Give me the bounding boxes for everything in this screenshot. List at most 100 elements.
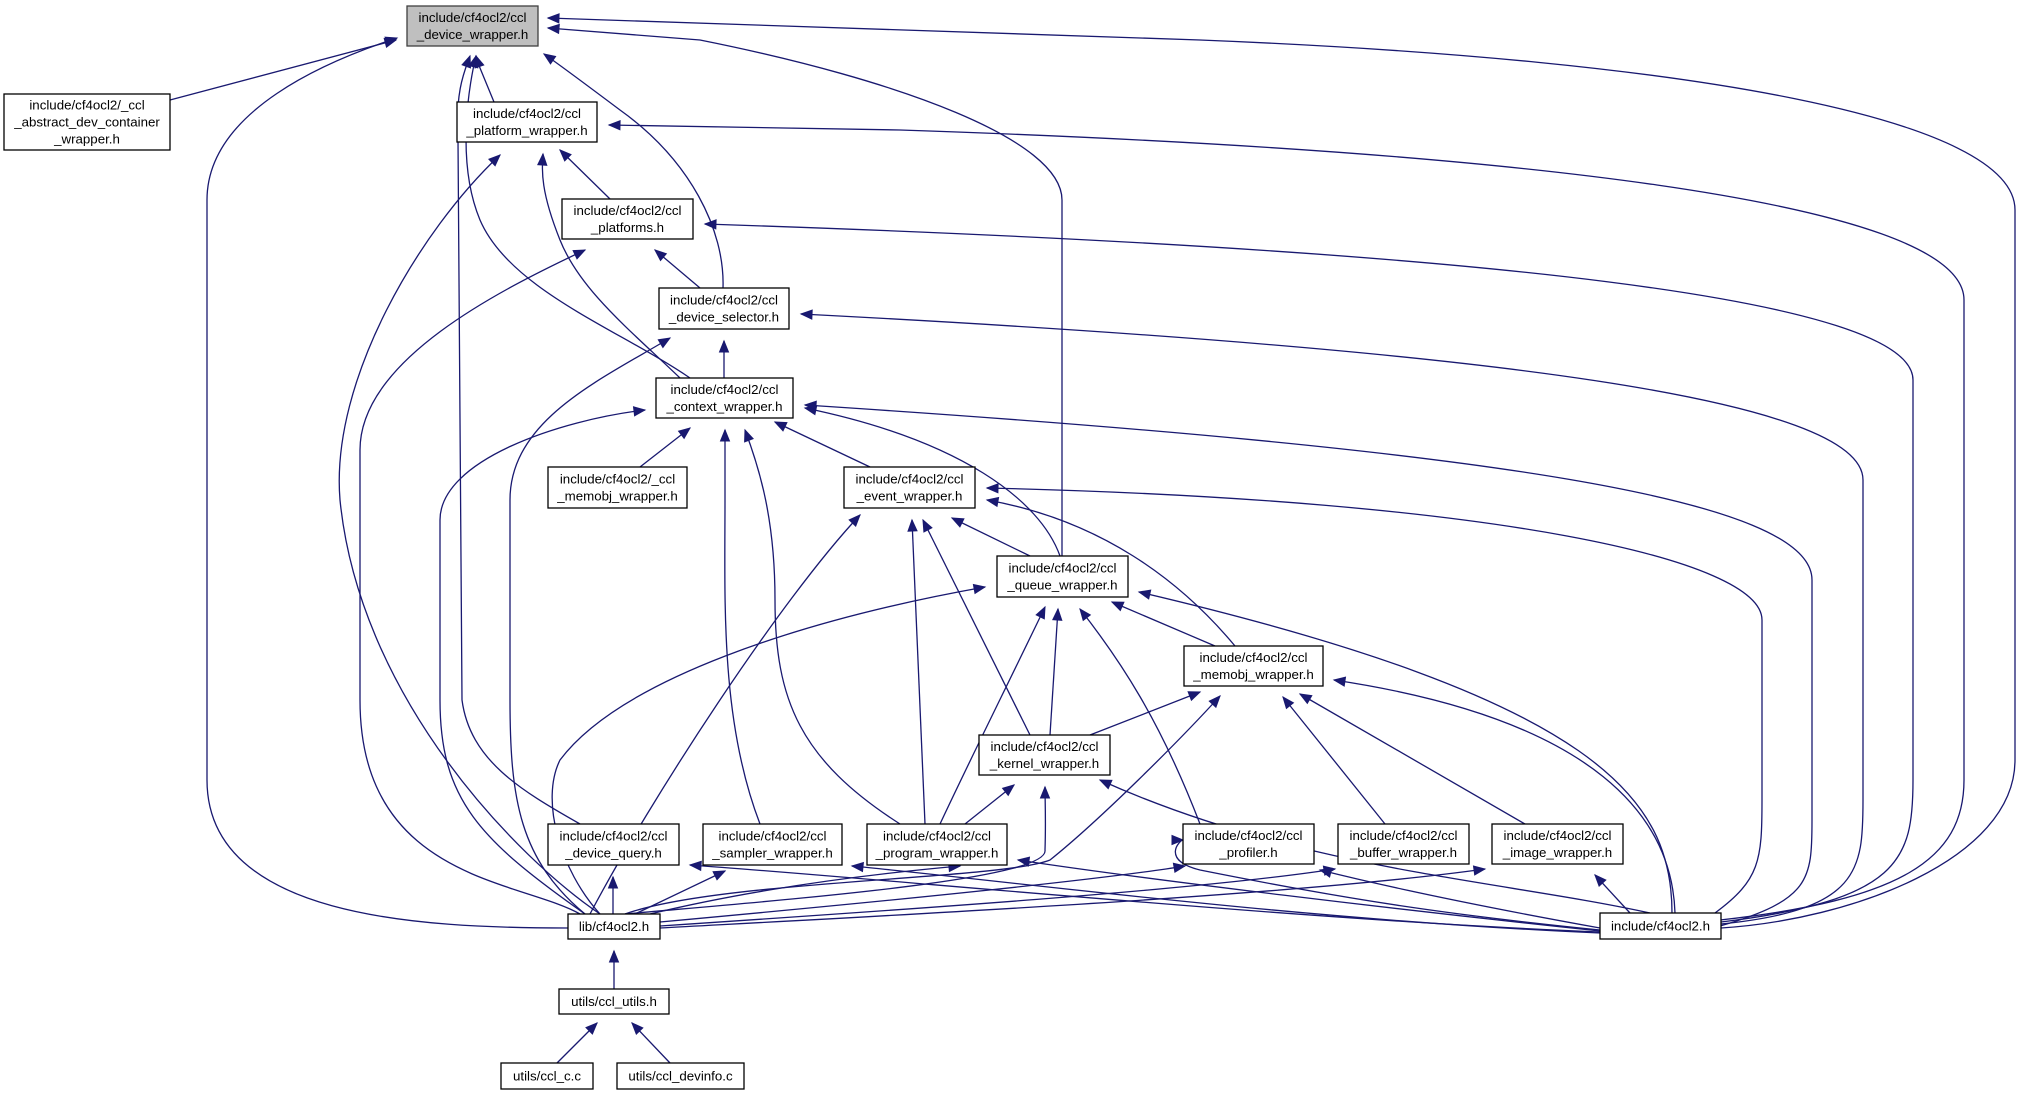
node-profiler[interactable]: include/cf4ocl2/ccl_profiler.h — [1182, 823, 1315, 865]
edge-program_wrapper-to-queue_wrapper — [939, 605, 1046, 825]
arrowhead-icon — [607, 119, 621, 131]
edge-line — [1138, 591, 1673, 914]
edge-include_cf4ocl2-to-platforms — [703, 219, 1914, 923]
node-ccl-devinfo[interactable]: utils/ccl_devinfo.c — [616, 1062, 745, 1090]
node-box — [1491, 823, 1624, 865]
edge-profiler-to-queue_wrapper — [1079, 607, 1201, 825]
edge-line — [559, 149, 611, 200]
node-device-selector[interactable]: include/cf4ocl2/ccl_device_selector.h — [658, 287, 790, 330]
edge-queue_wrapper-to-event_wrapper — [950, 517, 1031, 557]
arrowhead-icon — [950, 517, 965, 528]
edge-line — [509, 337, 671, 915]
edge-event_wrapper-to-context_wrapper — [773, 421, 871, 468]
arrowhead-icon — [1039, 785, 1051, 799]
node-box — [547, 466, 688, 509]
edge-_memobj_wrapper-to-context_wrapper — [639, 427, 692, 468]
arrowhead-icon — [712, 870, 727, 881]
node-label: include/cf4ocl2/ccl — [419, 10, 527, 25]
edge-memobj_wrapper-to-queue_wrapper — [1110, 601, 1216, 647]
arrowhead-icon — [1001, 784, 1016, 797]
edge-include_cf4ocl2-to-buffer_wrapper — [1318, 867, 1601, 929]
node-platform-wrapper[interactable]: include/cf4ocl2/ccl_platform_wrapper.h — [456, 101, 598, 143]
edge-ccl_utils-to-lib_cf4ocl2 — [608, 949, 620, 989]
node-label: _wrapper.h — [53, 132, 120, 147]
node-label: utils/ccl_utils.h — [571, 994, 657, 1009]
node-platforms[interactable]: include/cf4ocl2/ccl_platforms.h — [561, 198, 694, 240]
edge-device_selector-to-device_wrapper — [542, 53, 724, 289]
node-box — [616, 1062, 745, 1090]
node-label: lib/cf4ocl2.h — [579, 919, 649, 934]
node-label: include/cf4ocl2/ccl — [671, 382, 779, 397]
edge-include_cf4ocl2-to-event_wrapper — [985, 483, 1763, 914]
node-label: include/cf4ocl2/_ccl — [560, 472, 675, 487]
edge-lib_cf4ocl2-to-device_wrapper — [206, 36, 569, 929]
node-lib-cf4ocl2[interactable]: lib/cf4ocl2.h — [567, 913, 661, 940]
edge-ccl_devinfo-to-ccl_utils — [631, 1022, 671, 1064]
arrowhead-icon — [907, 518, 918, 532]
edge-line — [1079, 608, 1201, 825]
edge-line — [1174, 839, 1601, 931]
edge-line — [951, 517, 1031, 557]
node-label: _device_selector.h — [668, 310, 779, 325]
node-box — [866, 823, 1008, 866]
node-label: include/cf4ocl2/ccl — [883, 829, 991, 844]
node-abstract-dev-container[interactable]: include/cf4ocl2/_ccl _abstract_dev_contai… — [3, 93, 171, 151]
edge-lib_cf4ocl2-to-context_wrapper — [439, 406, 647, 915]
arrowhead-icon — [1472, 865, 1487, 876]
arrowhead-icon — [607, 875, 619, 889]
edge-line — [1333, 679, 1676, 914]
edge-line — [359, 249, 586, 915]
node-memobj-wrapper[interactable]: include/cf4ocl2/ccl_memobj_wrapper.h — [1183, 645, 1324, 687]
edge-line — [169, 39, 397, 101]
edge-line — [911, 519, 926, 825]
edge-line — [649, 865, 961, 915]
node-kernel-wrapper[interactable]: include/cf4ocl2/ccl_kernel_wrapper.h — [978, 734, 1111, 776]
node-memobj-wrapper[interactable]: include/cf4ocl2/_ccl_memobj_wrapper.h — [547, 466, 688, 509]
edge-include_cf4ocl2-to-platform_wrapper — [607, 119, 1965, 921]
edge-lib_cf4ocl2-to-device_query — [607, 875, 619, 914]
edge-lib_cf4ocl2-to-kernel_wrapper — [624, 785, 1051, 915]
edge-lib_cf4ocl2-to-image_wrapper — [659, 865, 1487, 929]
node-event-wrapper[interactable]: include/cf4ocl2/ccl_event_wrapper.h — [843, 466, 976, 509]
node-program-wrapper[interactable]: include/cf4ocl2/ccl_program_wrapper.h — [866, 823, 1008, 866]
edge-program_wrapper-to-event_wrapper — [907, 518, 926, 825]
node-context-wrapper[interactable]: include/cf4ocl2/ccl_context_wrapper.h — [655, 377, 794, 419]
edge-line — [851, 865, 1601, 934]
edge-line — [1099, 779, 1651, 914]
edge-line — [1089, 691, 1201, 736]
arrowhead-icon — [474, 54, 485, 69]
node-image-wrapper[interactable]: include/cf4ocl2/ccl_image_wrapper.h — [1491, 823, 1624, 865]
edge-line — [689, 864, 1601, 933]
node-ccl-utils[interactable]: utils/ccl_utils.h — [558, 988, 670, 1015]
edge-context_wrapper-to-device_selector — [718, 339, 730, 378]
node-box — [1337, 823, 1470, 865]
arrowhead-icon — [1594, 874, 1607, 887]
edge-lib_cf4ocl2-to-platforms — [359, 249, 587, 915]
edge-line — [939, 606, 1046, 825]
node-ccl-c[interactable]: utils/ccl_c.c — [500, 1062, 594, 1090]
edge-line — [800, 313, 1864, 925]
edge-line — [543, 53, 724, 289]
node-label: _abstract_dev_container — [13, 115, 160, 130]
edge-include_cf4ocl2-to-image_wrapper — [1594, 874, 1631, 914]
node-include-cf4ocl2[interactable]: include/cf4ocl2.h — [1599, 912, 1722, 940]
edge-include_cf4ocl2-to-kernel_wrapper — [1098, 779, 1651, 914]
edge-lib_cf4ocl2-to-buffer_wrapper — [659, 865, 1337, 927]
edge-line — [1282, 696, 1386, 825]
node-sampler-wrapper[interactable]: include/cf4ocl2/ccl_sampler_wrapper.h — [702, 823, 843, 866]
node-queue-wrapper[interactable]: include/cf4ocl2/ccl_queue_wrapper.h — [996, 555, 1129, 598]
node-label: include/cf4ocl2/_ccl — [29, 98, 144, 113]
edge-line — [547, 27, 1063, 556]
arrowhead-icon — [559, 149, 572, 162]
node-box — [558, 988, 670, 1015]
node-label: include/cf4ocl2/ccl — [1350, 828, 1458, 843]
node-box — [1182, 823, 1315, 865]
arrowhead-icon — [972, 583, 987, 595]
node-device-wrapper[interactable]: include/cf4ocl2/ccl_device_wrapper.h — [406, 5, 539, 47]
edge-line — [439, 409, 646, 915]
node-buffer-wrapper[interactable]: include/cf4ocl2/ccl _buffer_wrapper.h — [1337, 823, 1470, 865]
node-box — [3, 93, 171, 151]
arrowhead-icon — [985, 496, 1000, 508]
node-label: _buffer_wrapper.h — [1349, 845, 1457, 860]
node-device-query[interactable]: include/cf4ocl2/ccl_device_query.h — [547, 823, 680, 866]
